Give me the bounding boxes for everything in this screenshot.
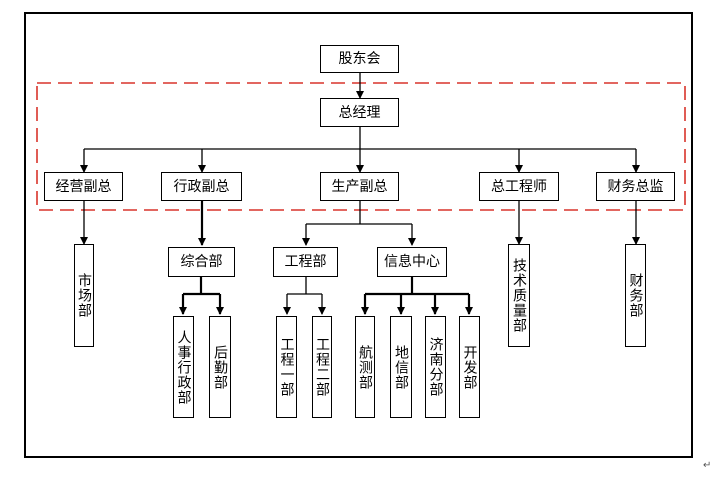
management-group-border — [36, 82, 686, 211]
node-tech-quality-dept: 技术质量部 — [508, 244, 530, 347]
node-survey-dept: 航测部 — [355, 316, 375, 418]
node-eng-dept-2: 工程二部 — [312, 316, 332, 418]
node-dev-dept: 开发部 — [459, 316, 480, 418]
node-info-center: 信息中心 — [377, 247, 447, 277]
node-chief-engineer: 总工程师 — [479, 172, 559, 201]
node-marketing-vp: 经营副总 — [44, 172, 123, 201]
node-engineering-dept: 工程部 — [273, 247, 338, 277]
node-market-dept: 市场部 — [74, 244, 94, 347]
node-general-manager: 总经理 — [320, 98, 399, 127]
node-hr-admin-dept: 人事行政部 — [173, 316, 194, 418]
node-general-dept: 综合部 — [168, 247, 235, 277]
node-finance-dept: 财务部 — [625, 244, 646, 347]
node-admin-vp: 行政副总 — [161, 172, 242, 201]
paragraph-mark: ↵ — [703, 460, 712, 471]
node-shareholders: 股东会 — [320, 45, 399, 73]
node-finance-director: 财务总监 — [596, 172, 675, 201]
node-jinan-branch: 济南分部 — [425, 316, 446, 418]
node-logistics-dept: 后勤部 — [209, 316, 231, 418]
node-eng-dept-1: 工程一部 — [276, 316, 297, 418]
outer-frame — [24, 12, 693, 458]
node-geo-info-dept: 地信部 — [390, 316, 412, 418]
node-production-vp: 生产副总 — [320, 172, 399, 201]
